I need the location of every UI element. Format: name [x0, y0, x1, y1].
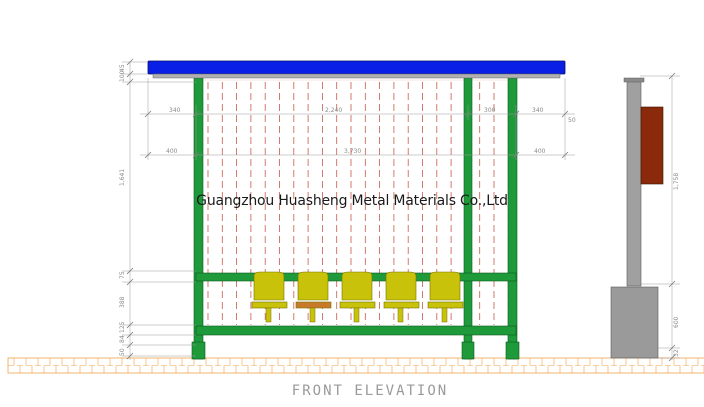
- seat-shell: [341, 271, 373, 301]
- seat-pan: [339, 301, 376, 309]
- dim-75: 75: [119, 271, 126, 279]
- post-column: [626, 79, 642, 287]
- post-base: [610, 286, 659, 359]
- dimension-lines: [122, 61, 680, 360]
- seat: [251, 271, 288, 323]
- dim-125: 125: [119, 321, 126, 333]
- seat-shell: [297, 271, 329, 301]
- right-foot: [505, 341, 520, 360]
- dim-300: 300: [484, 107, 496, 114]
- dim-400-right: 400: [534, 148, 546, 155]
- seat: [427, 271, 464, 323]
- seat-leg: [265, 307, 272, 323]
- dim-1758: 1,758: [673, 173, 680, 190]
- seat-shell: [385, 271, 417, 301]
- dim-388: 388: [119, 296, 126, 308]
- dim-84: 84: [119, 335, 126, 343]
- dim-roof-top: 45: [119, 64, 126, 72]
- seat: [383, 271, 420, 323]
- seat-pan: [251, 301, 288, 309]
- seat-leg: [441, 307, 448, 323]
- dim-1641: 1,641: [119, 169, 126, 186]
- side-post: [610, 77, 664, 359]
- dim-50-base: 50: [119, 348, 126, 356]
- dimension-labels: 340 2,240 300 340 50 400 3,730 400 45 10…: [119, 64, 680, 357]
- mid-post: [463, 77, 473, 360]
- seat-leg: [309, 307, 316, 323]
- company-watermark: Guangzhou Huasheng Metal Materials Co.,L…: [196, 193, 508, 209]
- dimension-ticks: [126, 58, 676, 362]
- dim-600: 600: [673, 316, 680, 328]
- dim-roof-thk: 100: [119, 70, 126, 82]
- seat: [339, 271, 376, 323]
- dim-2240: 2,240: [325, 107, 342, 114]
- dim-50: 50: [568, 117, 576, 124]
- seat-leg: [397, 307, 404, 323]
- drawing-caption: FRONT ELEVATION: [291, 383, 449, 399]
- sign-board: [640, 106, 664, 185]
- seat-rail-bottom: [195, 325, 517, 336]
- dim-400-left: 400: [166, 148, 178, 155]
- left-post: [193, 77, 204, 360]
- ground-strip: [7, 357, 704, 374]
- post-cap: [623, 77, 645, 83]
- seat-shell: [429, 271, 461, 301]
- seat-pan: [427, 301, 464, 309]
- dim-3730: 3,730: [344, 148, 361, 155]
- dim-32: 32: [673, 349, 680, 357]
- right-post: [507, 77, 518, 360]
- dim-340-right: 340: [532, 107, 544, 114]
- seat-pan: [295, 301, 332, 309]
- seat-leg: [353, 307, 360, 323]
- mid-foot: [461, 341, 475, 360]
- seat-row: [251, 271, 464, 323]
- seat-pan: [383, 301, 420, 309]
- dim-340-left: 340: [169, 107, 181, 114]
- roof: [147, 60, 566, 79]
- seat-shell: [253, 271, 285, 301]
- seat: [295, 271, 332, 323]
- left-foot: [191, 341, 206, 360]
